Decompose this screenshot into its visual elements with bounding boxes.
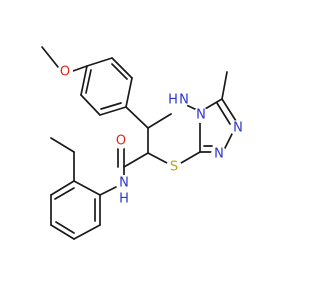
molecule-structure: O O N H N N N S N H	[41, 46, 246, 240]
bond-ring2-inner-1	[54, 187, 75, 200]
bond-c3-n2-double	[216, 102, 231, 125]
n-triazole-b-backdrop	[211, 146, 227, 162]
s-ring-backdrop	[166, 159, 182, 175]
bond-aryl-inner-3	[85, 69, 92, 94]
bond-ring2-4	[50, 224, 75, 240]
bond-s-c7	[147, 152, 168, 164]
bond-c3-n2	[221, 98, 237, 122]
bond-nh-aryl	[99, 186, 117, 196]
bond-c3-methyl	[221, 71, 228, 100]
bond-aryl-4	[99, 106, 127, 116]
atom-label-layer: O O N H N N N S N H	[57, 64, 246, 207]
bond-layer	[41, 46, 237, 240]
bond-n2-n1	[223, 133, 233, 151]
nitrogen-ring-nh-label: N	[179, 93, 189, 108]
nitrogen-triazole-b-label: N	[214, 147, 224, 162]
bond-aryl-1	[86, 57, 113, 67]
bond-ethyl-2	[50, 137, 75, 153]
bond-ring2-5	[73, 224, 101, 240]
nh-amide-backdrop	[116, 175, 132, 191]
bond-aryl-inner-2	[100, 102, 122, 110]
bond-n-c3	[204, 98, 223, 110]
nh-ring-backdrop	[171, 91, 189, 109]
o-methoxy-backdrop	[57, 64, 73, 80]
bond-c8a-s	[180, 151, 201, 164]
sulfur-ring-label: S	[170, 160, 178, 175]
o-carbonyl-backdrop	[113, 133, 129, 149]
bond-aryl-3	[125, 77, 133, 108]
nitrogen-triazole-a-label: N	[233, 121, 243, 136]
bond-aryl-6	[80, 65, 88, 96]
nitrogen-bridge-label: N	[196, 108, 206, 123]
bond-ring2-1	[73, 180, 101, 196]
bond-c7-carbonyl	[123, 152, 149, 168]
hydrogen-amide-label: H	[119, 192, 129, 207]
oxygen-methoxy-label: O	[60, 65, 70, 80]
n-bridge-backdrop	[193, 107, 209, 123]
bond-aryl-5	[80, 94, 101, 116]
bond-ring2-inner-2	[55, 221, 75, 234]
n-triazole-a-backdrop	[230, 120, 246, 136]
h-amide-backdrop	[117, 192, 131, 206]
bond-ring2-2	[50, 180, 75, 196]
bond-methyl-o	[41, 46, 59, 68]
hydrogen-ring-nh-label: H	[168, 93, 178, 108]
bond-o-aryl	[72, 65, 88, 72]
bond-aryl-2	[111, 57, 133, 79]
nitrogen-amide-label: N	[119, 176, 129, 191]
bond-aryl-inner-1	[111, 63, 128, 80]
bond-aryl-c6	[125, 106, 149, 129]
oxygen-carbonyl-label: O	[116, 134, 126, 149]
bond-c6-nh	[147, 113, 172, 129]
